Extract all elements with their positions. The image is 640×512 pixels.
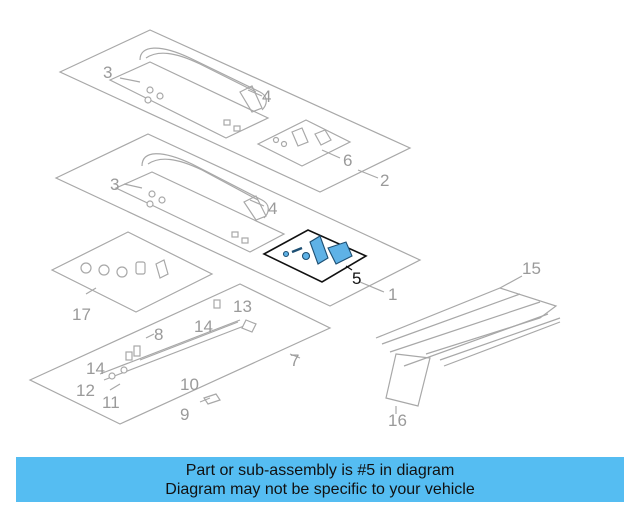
callout-4a: 4 xyxy=(262,87,271,106)
callout-12: 12 xyxy=(76,381,95,400)
callout-5: 5 xyxy=(352,269,361,288)
callout-17: 17 xyxy=(72,305,91,324)
panel-molding-7 xyxy=(28,283,332,425)
callout-9: 9 xyxy=(180,405,189,424)
info-banner: Part or sub-assembly is #5 in diagram Di… xyxy=(16,457,624,502)
callout-13: 13 xyxy=(233,297,252,316)
callout-11: 11 xyxy=(102,393,120,412)
panel-kit-1 xyxy=(54,133,422,307)
callout-1: 1 xyxy=(388,285,397,304)
callout-14b: 14 xyxy=(86,359,105,378)
banner-line-1: Part or sub-assembly is #5 in diagram xyxy=(185,461,455,479)
callout-15: 15 xyxy=(522,259,541,278)
callout-14a: 14 xyxy=(194,317,213,336)
banner-line-2: Diagram may not be specific to your vehi… xyxy=(165,480,475,498)
callout-3b: 3 xyxy=(110,175,119,194)
callout-6: 6 xyxy=(343,151,352,170)
callout-4b: 4 xyxy=(268,199,277,218)
panel-clip-set xyxy=(50,231,214,313)
callout-8: 8 xyxy=(154,325,163,344)
callout-7: 7 xyxy=(290,351,299,370)
callout-16: 16 xyxy=(388,411,407,430)
side-moldings xyxy=(375,275,561,414)
callout-3a: 3 xyxy=(103,63,112,82)
part-5-assembly xyxy=(262,229,368,283)
callout-10: 10 xyxy=(180,375,199,394)
callout-2: 2 xyxy=(380,171,389,190)
panel-kit-2 xyxy=(58,29,412,193)
parts-diagram: 3 4 6 2 3 4 1 5 17 xyxy=(28,29,561,430)
